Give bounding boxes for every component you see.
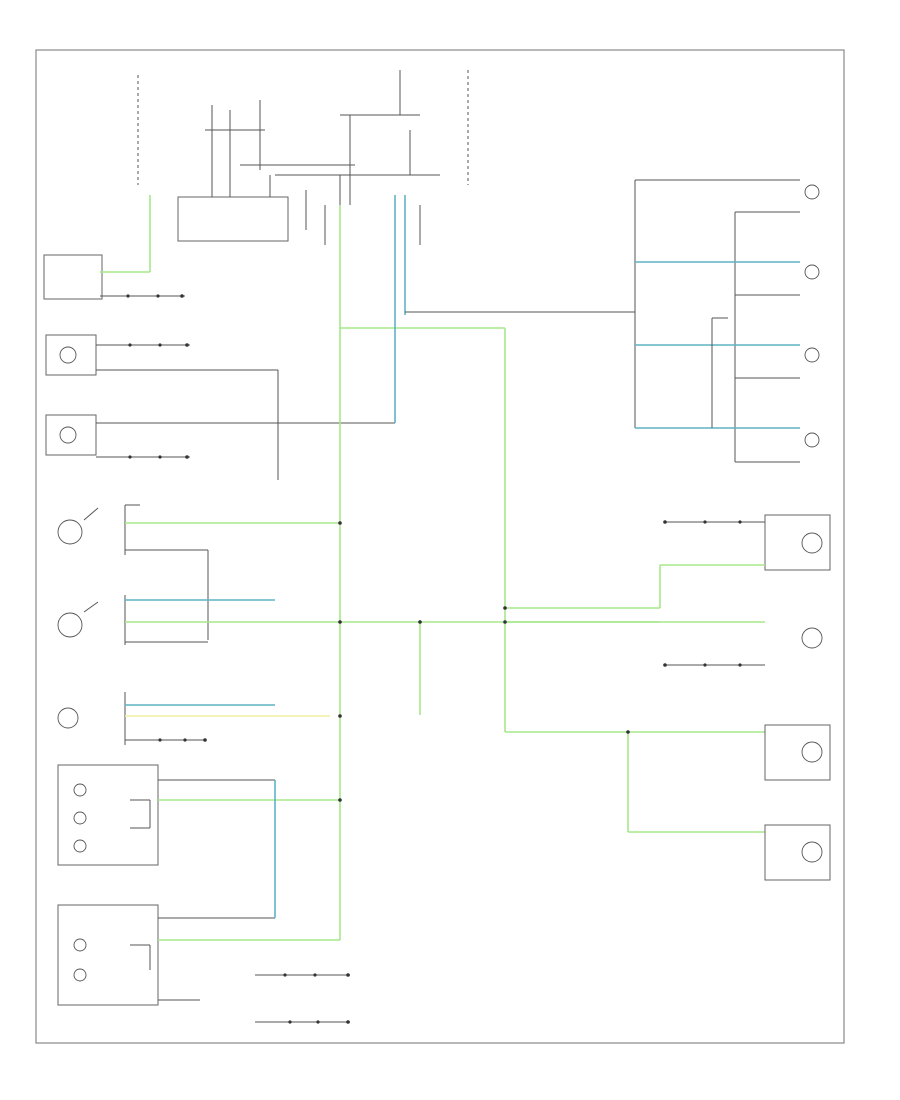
center-trunk-wires [324,195,635,940]
bottom-connectors [255,973,350,1024]
right-lower-lamps [505,514,831,881]
splice-points [338,521,630,802]
headlamp-switch-assembly [137,70,469,242]
ashtray-lamp-circuit [43,195,185,300]
diagram-frame [35,49,845,1044]
left-lamps [45,334,395,1006]
right-courtesy-lamps [634,179,820,463]
